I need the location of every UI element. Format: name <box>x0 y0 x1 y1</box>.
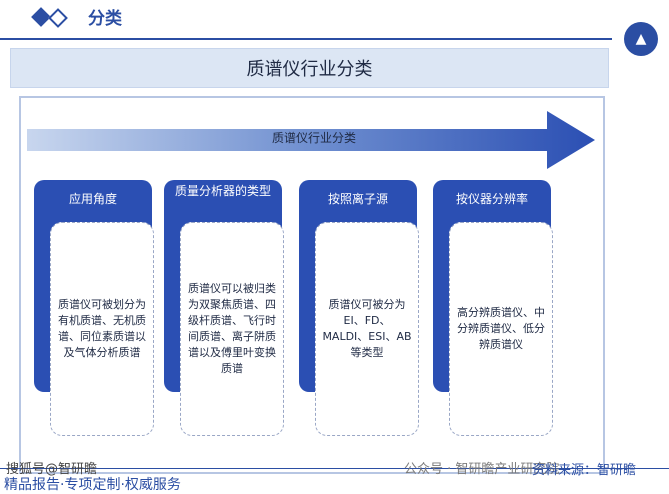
header-divider <box>0 38 612 40</box>
card-title: 按仪器分辨率 <box>455 192 528 206</box>
diagram-frame <box>19 96 605 474</box>
company-logo-icon: ▲ <box>624 22 658 56</box>
card-title: 质量分析器的类型 <box>174 184 271 198</box>
header-bar: 分类 <box>0 0 669 34</box>
diamond-outline-icon <box>48 8 68 28</box>
footer-slogan: 精品报告·专项定制·权威服务 <box>4 477 181 493</box>
card-body: 质谱仪可被划分为有机质谱、无机质谱、同位素质谱以及气体分析质谱 <box>50 222 154 436</box>
card-description: 质谱仪可以被归类为双聚焦质谱、四级杆质谱、飞行时间质谱、离子阱质谱以及傅里叶变换… <box>188 282 276 375</box>
card-description: 质谱仪可被分为EI、FD、MALDI、ESI、AB等类型 <box>322 298 412 359</box>
wechat-watermark: 公众号 · 智研瞻产业研究院 <box>404 462 560 477</box>
card-title: 按照离子源 <box>327 192 388 206</box>
source-note: 资料来源：智研瞻 <box>532 463 637 478</box>
card-body: 高分辨质谱仪、中分辨质谱仪、低分辨质谱仪 <box>449 222 553 436</box>
card-body: 质谱仪可以被归类为双聚焦质谱、四级杆质谱、飞行时间质谱、离子阱质谱以及傅里叶变换… <box>180 222 284 436</box>
watermark-text: 搜狐号@智研瞻 <box>6 462 98 477</box>
card-title: 应用角度 <box>68 192 117 206</box>
title-banner: 质谱仪行业分类 <box>10 48 609 88</box>
arrow-shape <box>27 111 595 169</box>
arrow-label: 质谱仪行业分类 <box>271 131 356 145</box>
classification-arrow <box>27 111 595 169</box>
card-description: 质谱仪可被划分为有机质谱、无机质谱、同位素质谱以及气体分析质谱 <box>58 298 146 359</box>
section-title: 分类 <box>88 9 122 29</box>
page-title: 质谱仪行业分类 <box>246 59 373 80</box>
card-description: 高分辨质谱仪、中分辨质谱仪、低分辨质谱仪 <box>457 306 545 351</box>
footer-divider <box>0 468 669 469</box>
card-body: 质谱仪可被分为EI、FD、MALDI、ESI、AB等类型 <box>315 222 419 436</box>
